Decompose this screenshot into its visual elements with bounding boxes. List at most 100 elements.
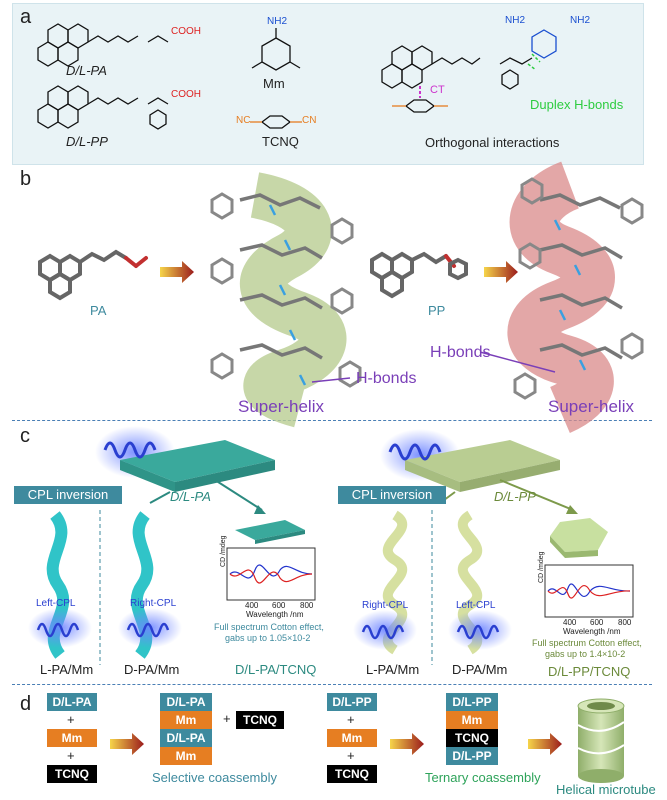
label-complex-nh2-left: NH2 <box>505 15 526 26</box>
gabs-pa: gabs up to 1.05×10-2 <box>225 633 311 643</box>
pa-molecule-3d <box>38 249 148 301</box>
label-tcnq: TCNQ <box>262 134 299 149</box>
cd-tick-pp-800: 800 <box>618 618 632 627</box>
pyrene-pp-structure <box>37 85 169 130</box>
d-box-mm-5: Mm <box>446 711 498 729</box>
arrow-d2 <box>390 733 424 755</box>
cd-tick-pa-400: 400 <box>245 601 259 610</box>
label-superhelix-right: Super-helix <box>548 397 634 416</box>
separator-bc <box>12 420 652 421</box>
label-c-dl-pa: D/L-PA <box>170 489 211 504</box>
label-superhelix-left: Super-helix <box>238 397 324 416</box>
d-box-dlpp-3: D/L-PP <box>446 747 498 765</box>
coil-left-cpl-pp <box>456 624 500 640</box>
hbonds-pointer-right <box>479 351 556 373</box>
d-box-mm-2: Mm <box>160 711 212 729</box>
panel-a-label: a <box>20 6 32 28</box>
label-l-pa-mm-pp: L-PA/Mm <box>366 662 420 677</box>
pink-super-helix <box>507 161 644 433</box>
cd-ylabel-pa: CD /mdeg <box>220 535 227 567</box>
label-mm: Mm <box>263 76 285 91</box>
cd-xlabel-pp: Wavelength /nm <box>563 627 621 636</box>
label-mm-nh2-top: NH2 <box>267 16 288 27</box>
separator-cd <box>12 684 652 685</box>
green-stacked-sheet <box>405 440 560 492</box>
cd-plot-pa-frame <box>226 547 316 601</box>
d-plus-1: + <box>67 712 75 727</box>
cd-xlabel-pa: Wavelength /nm <box>246 610 304 619</box>
d-box-mm-1: Mm <box>47 729 97 747</box>
coil-right-cpl-pp <box>361 624 405 640</box>
arrow-pp-to-helix <box>484 261 518 283</box>
d-box-dlpp-2: D/L-PP <box>446 693 498 711</box>
label-d-pa-mm-pp: D-PA/Mm <box>452 662 508 677</box>
d-box-tcnq-4: TCNQ <box>446 729 498 747</box>
melamine-structure <box>251 28 301 71</box>
d-box-tcnq-2: TCNQ <box>236 711 284 729</box>
panel-c-label: c <box>20 425 30 447</box>
coil-left-cpl <box>36 622 80 638</box>
cd-ylabel-pp: CD /mdeg <box>538 551 545 583</box>
pyrene-pa-structure <box>37 23 169 67</box>
orthogonal-complex-structure <box>381 29 557 113</box>
cd-plot-pp-frame <box>544 564 634 618</box>
coil-left-top <box>103 441 157 459</box>
label-l-pa-mm: L-PA/Mm <box>40 662 94 677</box>
arrow-d3 <box>528 733 562 755</box>
pp-tcnq-hexagon <box>550 518 608 558</box>
label-dl-pp-tcnq: D/L-PP/TCNQ <box>548 664 631 679</box>
coil-right-cpl <box>126 622 170 638</box>
pp-molecule-3d <box>370 251 468 299</box>
hbonds-pointer-left <box>311 377 351 383</box>
cpl-inversion-pp-badge: CPL inversion <box>338 486 446 504</box>
teal-stacked-sheet <box>120 440 275 492</box>
d-box-dlpa-2: D/L-PA <box>160 693 212 711</box>
label-cooh-pa: COOH <box>171 26 201 37</box>
label-right-cpl-pp: Right-CPL <box>362 600 409 611</box>
cd-tick-pp-600: 600 <box>590 618 604 627</box>
arrow-pa-to-helix <box>160 261 194 283</box>
d-box-tcnq-1: TCNQ <box>47 765 97 783</box>
label-dl-pa-tcnq: D/L-PA/TCNQ <box>235 662 317 677</box>
green-super-helix <box>210 172 362 428</box>
label-hbonds-left: H-bonds <box>356 370 417 387</box>
cotton-effect-pa: Full spectrum Cotton effect, <box>214 622 324 632</box>
label-tcnq-nc: NC <box>236 115 251 126</box>
panel-d-label: d <box>20 693 32 715</box>
cpl-inversion-pa-badge: CPL inversion <box>14 486 122 504</box>
label-pp: PP <box>428 303 446 318</box>
cd-tick-pa-600: 600 <box>272 601 286 610</box>
tcnq-structure <box>250 115 302 129</box>
label-left-cpl-pp: Left-CPL <box>456 600 496 611</box>
d-plus-3: + <box>223 711 231 726</box>
d-box-dlpp-1: D/L-PP <box>327 693 377 711</box>
label-dl-pp: D/L-PP <box>66 134 108 149</box>
label-selective-coassembly: Selective coassembly <box>152 770 277 785</box>
d-box-mm-4: Mm <box>327 729 377 747</box>
label-c-dl-pp: D/L-PP <box>494 489 536 504</box>
label-right-cpl: Right-CPL <box>130 598 177 609</box>
d-box-dlpa-1: D/L-PA <box>47 693 97 711</box>
label-tcnq-cn: CN <box>302 115 317 126</box>
pa-tcnq-sheet <box>235 520 305 544</box>
cd-curve-pa-red <box>229 569 313 584</box>
label-dl-pa: D/L-PA <box>66 63 107 78</box>
d-box-mm-3: Mm <box>160 747 212 765</box>
cd-curve-pa-blue <box>229 564 313 579</box>
helical-microtube <box>577 698 625 783</box>
cd-tick-pa-800: 800 <box>300 601 314 610</box>
gabs-pp: gabs up to 1.4×10-2 <box>545 649 626 659</box>
panel-a-background <box>12 3 644 165</box>
coil-right-top <box>388 443 442 461</box>
label-hbonds-right: H-bonds <box>430 344 491 361</box>
label-complex-nh2-right: NH2 <box>570 15 591 26</box>
label-orthogonal: Orthogonal interactions <box>425 135 560 150</box>
cotton-effect-pp: Full spectrum Cotton effect, <box>532 638 642 648</box>
d-box-tcnq-3: TCNQ <box>327 765 377 783</box>
arrowhead-left-tcnq <box>254 505 266 514</box>
label-duplex-hbonds: Duplex H-bonds <box>530 97 624 112</box>
d-plus-2: + <box>67 748 75 763</box>
label-pa: PA <box>90 303 107 318</box>
cd-curve-pp-red <box>547 584 631 599</box>
branch-arrows-left <box>149 479 263 511</box>
